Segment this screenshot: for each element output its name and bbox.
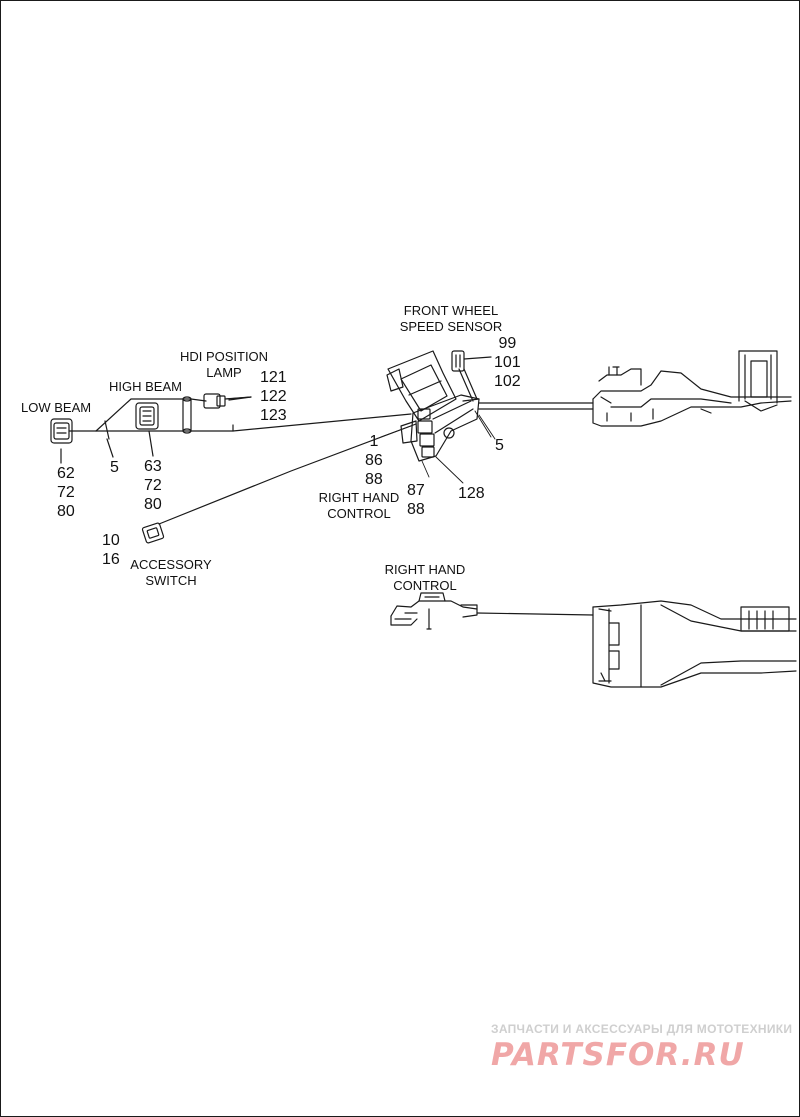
- front-wheel-speed-sensor-label: FRONT WHEEL SPEED SENSOR: [399, 303, 503, 334]
- handlebar-housing-lower: [592, 600, 797, 688]
- leader-lines-upper: [225, 396, 496, 484]
- right-hand-control-part-numbers-right: 87 88: [407, 482, 425, 518]
- high-beam-part-numbers: 63 72 80: [144, 458, 162, 513]
- accessory-switch-label: ACCESSORY SWITCH: [130, 557, 212, 588]
- right-hand-control-part-numbers-left: 1 86 88: [365, 433, 383, 488]
- watermark-brand: PARTSFOR.RU: [491, 1037, 745, 1073]
- tie-strap-part-number-right: 5: [495, 437, 504, 454]
- front-wheel-speed-sensor-part-numbers: 99 101 102: [494, 335, 521, 390]
- accessory-switch-part-numbers: 10 16: [102, 532, 120, 568]
- low-beam-part-numbers: 62 72 80: [57, 465, 75, 520]
- handlebar-housing-upper: [592, 350, 792, 427]
- hdi-position-lamp-part-numbers: 121 122 123: [260, 369, 287, 424]
- low-beam-connector: [50, 418, 73, 464]
- high-beam-label: HIGH BEAM: [109, 379, 182, 394]
- hdi-position-lamp-label: HDI POSITION LAMP: [179, 349, 269, 380]
- tie-strap-left: [104, 420, 114, 458]
- tie-strap-part-number-left: 5: [110, 459, 119, 476]
- hdi-position-lamp-connector: [203, 393, 252, 409]
- low-beam-label: LOW BEAM: [21, 400, 92, 415]
- speed-sensor-connector: [451, 350, 492, 372]
- right-hand-control-bracket: [386, 350, 457, 422]
- right-hand-control-detail-switch: [390, 592, 594, 630]
- high-beam-sleeve: [182, 396, 192, 434]
- right-hand-control-part-number-128: 128: [458, 485, 485, 502]
- main-harness-wires: [68, 368, 594, 525]
- watermark-tagline: ЗАПЧАСТИ И АКСЕССУАРЫ ДЛЯ МОТОТЕХНИКИ: [491, 1022, 793, 1036]
- high-beam-connector: [135, 402, 159, 457]
- accessory-switch-connector: [141, 522, 165, 544]
- right-hand-control-label: RIGHT HAND CONTROL: [318, 490, 400, 521]
- right-hand-control-connector-block: [400, 394, 480, 462]
- right-hand-control-detail-label: RIGHT HAND CONTROL: [384, 562, 466, 593]
